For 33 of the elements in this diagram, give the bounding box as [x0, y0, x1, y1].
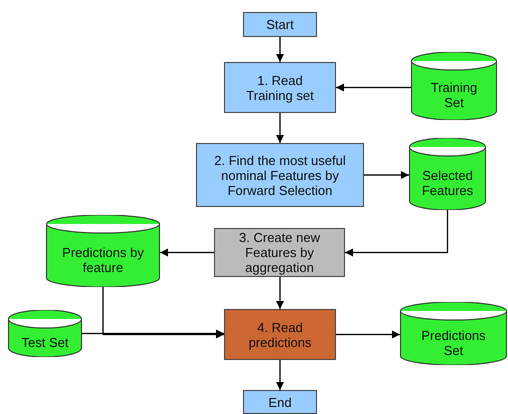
node-label: Selected Features [421, 168, 474, 198]
database-cylinder [400, 302, 507, 365]
node-label: Start [266, 17, 294, 32]
arrow [82, 330, 224, 338]
node-label: Predictions Set [420, 328, 487, 358]
arrow [364, 171, 409, 179]
arrow [276, 360, 284, 390]
database-cylinder [8, 310, 82, 357]
arrow [276, 37, 284, 62]
node-label: 2. Find the most useful nominal Features by Forward Selection [213, 152, 347, 198]
node-label: End [268, 394, 292, 410]
node-label: 4. Read predictions [248, 320, 312, 350]
database-cylinder [46, 215, 160, 287]
node-label: Test Set [22, 335, 68, 350]
process-box [243, 12, 317, 37]
arrow [336, 330, 400, 338]
process-box [224, 309, 336, 360]
arrow [336, 84, 411, 92]
node-label: Predictions by feature [61, 245, 145, 275]
database-cylinder [411, 52, 497, 120]
process-box [243, 390, 317, 414]
arrow [345, 210, 448, 256]
process-box [214, 228, 345, 277]
node-label: 3. Create new Features by aggregation [238, 230, 321, 275]
process-box [196, 143, 364, 207]
arrow [276, 277, 284, 309]
process-box [224, 62, 336, 113]
database-cylinder [409, 138, 486, 210]
node-label: Training Set [430, 80, 478, 110]
node-label: 1. Read Training set [245, 72, 315, 102]
arrow [102, 287, 224, 338]
arrow [276, 113, 284, 143]
arrow [160, 248, 214, 256]
